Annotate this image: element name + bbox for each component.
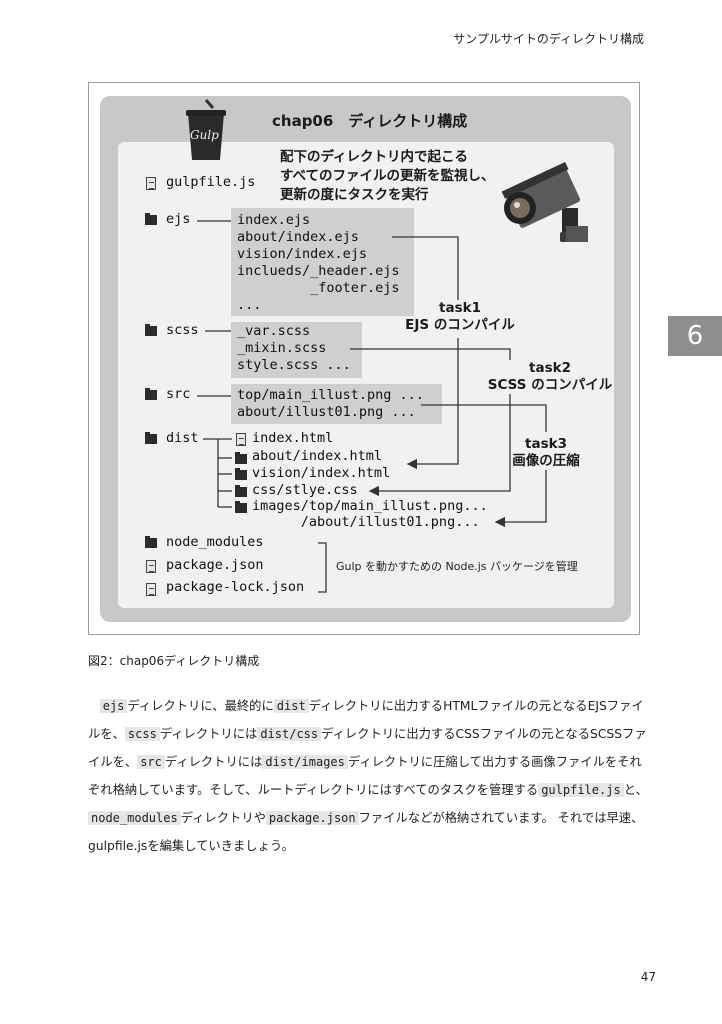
- inline-code: src: [137, 755, 165, 769]
- page-number: 47: [640, 970, 656, 984]
- folder-icon: [235, 468, 247, 480]
- ejs-file: ...: [237, 297, 262, 313]
- inline-code: dist/css: [257, 727, 322, 741]
- camera-illustration: [501, 162, 588, 242]
- folder-icon: [235, 485, 247, 497]
- src-files-box: [231, 384, 442, 424]
- ejs-file: index.ejs: [237, 212, 311, 228]
- inline-code: dist: [273, 699, 309, 713]
- gulpfile-entry: gulpfile.js: [166, 174, 256, 190]
- figure-frame: [88, 82, 640, 635]
- gulp-packages-note: Gulp を動かすための Node.js パッケージを管理: [336, 560, 578, 573]
- figure-caption: 図2：chap06ディレクトリ構成: [88, 654, 260, 668]
- file-icon: [236, 433, 246, 446]
- scss-file: _var.scss: [237, 323, 311, 339]
- dist-folder: dist: [166, 430, 199, 446]
- src-folder: src: [166, 386, 191, 402]
- ejs-files-box: [231, 208, 414, 316]
- file-icon: [146, 560, 156, 573]
- folder-icon: [145, 388, 157, 400]
- package-json-entry: package.json: [166, 557, 264, 573]
- folder-icon: [145, 432, 157, 444]
- ejs-file: vision/index.ejs: [237, 246, 368, 262]
- folder-icon: [145, 536, 157, 548]
- scss-file: _mixin.scss: [237, 340, 327, 356]
- dist-item: vision/index.html: [252, 465, 391, 481]
- scss-files-box: [231, 322, 362, 378]
- src-file: top/main_illust.png ...: [237, 387, 424, 403]
- ejs-file: inclueds/_header.ejs: [237, 263, 400, 279]
- inline-code: package.json: [265, 811, 359, 825]
- dist-item: /about/illust01.png...: [252, 514, 480, 530]
- folder-icon: [145, 324, 157, 336]
- src-file: about/illust01.png ...: [237, 404, 416, 420]
- scss-file: style.scss ...: [237, 357, 351, 373]
- inline-code: dist/images: [262, 755, 348, 769]
- inline-code: scss: [124, 727, 160, 741]
- node-modules-folder: node_modules: [166, 534, 264, 550]
- file-icon: [146, 177, 156, 190]
- package-lock-entry: package-lock.json: [166, 579, 305, 595]
- inline-code: ejs: [99, 699, 128, 713]
- ejs-file: _footer.ejs: [237, 280, 400, 296]
- dist-item: images/top/main_illust.png...: [252, 498, 488, 514]
- watch-note: 配下のディレクトリ内で起こる すべてのファイルの更新を監視し、 更新の度にタスク…: [280, 149, 495, 203]
- dist-item: css/stlye.css: [252, 482, 358, 498]
- gulp-cup-illustration: Gulp: [186, 99, 226, 160]
- folder-icon: [145, 213, 157, 225]
- folder-icon: [235, 501, 247, 513]
- inline-code: node_modules: [88, 811, 181, 825]
- file-icon: [146, 583, 156, 596]
- ejs-file: about/index.ejs: [237, 229, 359, 245]
- scss-folder: scss: [166, 322, 199, 338]
- diagram-title: chap06 ディレクトリ構成: [272, 112, 468, 130]
- chapter-tab: 6: [668, 316, 722, 356]
- dist-item: about/index.html: [252, 448, 383, 464]
- gulp-cup-label: Gulp: [190, 128, 219, 142]
- inline-code: gulpfile.js: [538, 783, 624, 797]
- ejs-folder: ejs: [166, 211, 191, 227]
- running-head: サンプルサイトのディレクトリ構成: [453, 32, 644, 46]
- folder-icon: [235, 452, 247, 464]
- dist-item: index.html: [252, 430, 334, 446]
